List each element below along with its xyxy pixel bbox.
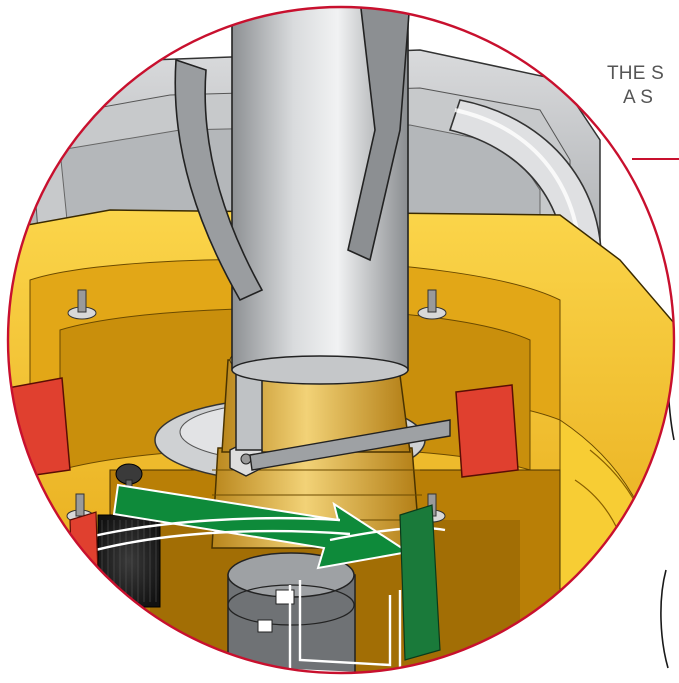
motion-lines	[84, 516, 446, 673]
curved-handle	[174, 7, 411, 302]
callout-text: THE S A S	[607, 62, 679, 110]
right-outline-lower	[660, 569, 669, 669]
seal-right	[455, 384, 519, 478]
movement-arrow-icon	[112, 483, 411, 570]
screw-left	[67, 289, 97, 320]
callout-line-1: THE S	[607, 63, 664, 84]
magnifier-frame	[6, 5, 676, 675]
clamp-bracket	[399, 504, 441, 661]
screw-right	[417, 289, 447, 320]
callout-line-2: A S	[623, 87, 654, 108]
seal-left	[8, 377, 71, 479]
clamp-bracket-left	[69, 511, 101, 649]
